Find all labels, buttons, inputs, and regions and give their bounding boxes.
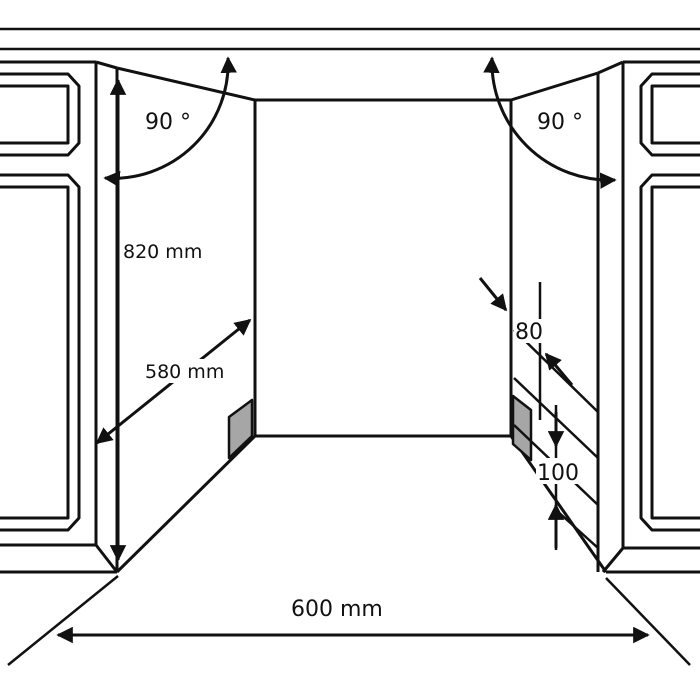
arrow-icon	[103, 56, 237, 188]
depth-label: 580 mm	[145, 361, 224, 383]
gap-top-label: 80	[515, 320, 543, 345]
dimension-arrows	[56, 56, 650, 644]
arrow-icon	[544, 352, 574, 386]
gap-bottom-label: 100	[537, 461, 579, 486]
left-cabinet	[0, 60, 119, 574]
arrow-icon	[483, 56, 617, 189]
height-label: 820 mm	[123, 241, 202, 263]
right-cabinet	[596, 60, 700, 574]
support-blocks	[227, 394, 533, 462]
angle-right-label: 90 °	[537, 110, 583, 135]
angle-left-label: 90 °	[145, 110, 191, 135]
width-label: 600 mm	[291, 597, 383, 622]
worktop	[0, 27, 700, 51]
labels: 820 mm 580 mm 600 mm 90 ° 90 ° 80 100	[122, 110, 588, 622]
right-support-block	[511, 394, 533, 462]
arrow-icon	[478, 277, 508, 312]
floor-lines	[7, 575, 691, 666]
